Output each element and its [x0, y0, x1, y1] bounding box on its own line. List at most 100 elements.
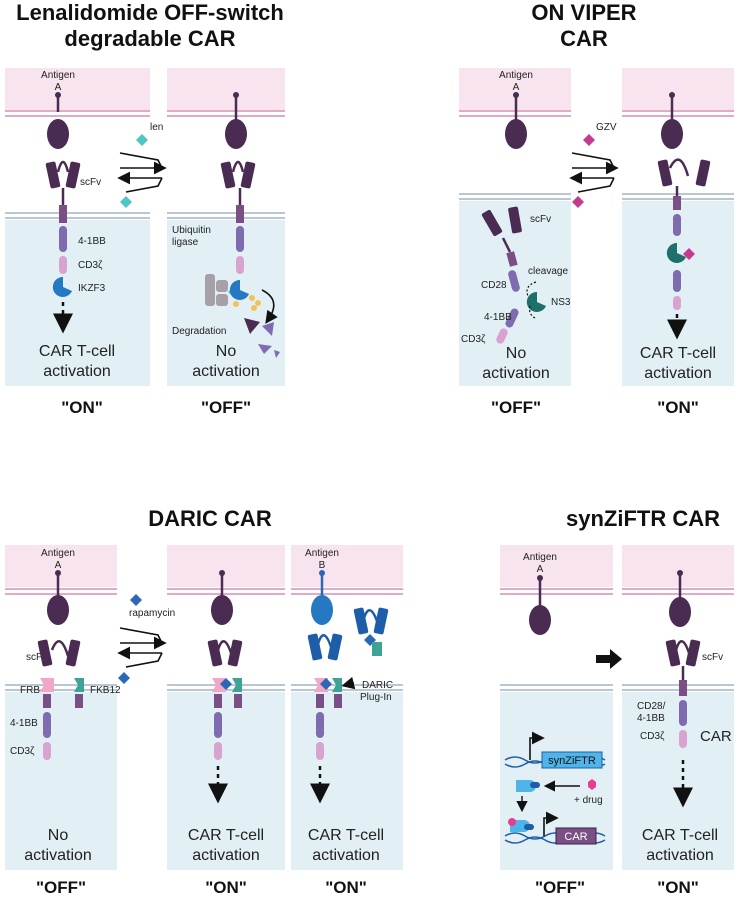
gzv-drug-icon: [583, 134, 595, 146]
panel-viper-on: CAR T-cell activation: [622, 68, 734, 386]
cd28-41bb-line2: 4-1BB: [637, 713, 665, 724]
title-synziftr: synZiFTR CAR: [566, 506, 720, 531]
antigen-a-label: A: [55, 560, 62, 571]
cd28-41bb-line1: CD28/: [637, 701, 666, 712]
rapamycin-drug-icon: [130, 594, 142, 606]
activation-line2: activation: [43, 363, 111, 380]
fkb12-label: FKB12: [90, 685, 121, 696]
cd3z-label: CD3ζ: [461, 334, 486, 345]
cd3z-label: CD3ζ: [78, 260, 103, 271]
activation-line2: activation: [644, 365, 712, 382]
scfv-icon: [45, 161, 61, 189]
len-switch: len: [117, 122, 167, 208]
cleavage-label: cleavage: [528, 266, 568, 277]
car-gene-box: [555, 827, 597, 845]
antigen-label: Antigen: [41, 70, 75, 81]
daric-plugin-line2: Plug-In: [360, 692, 392, 703]
state-daric-on: "ON": [205, 878, 247, 897]
state-daric-off: "OFF": [35, 878, 87, 897]
title-daric: DARIC CAR: [148, 506, 272, 531]
ikzf3-label: IKZF3: [78, 283, 106, 294]
antigen-icon: [47, 119, 69, 149]
activation-line1: CAR T-cell: [39, 343, 115, 360]
state-len-on: "ON": [61, 398, 103, 417]
state-daric-plugin-on: "ON": [325, 878, 367, 897]
ns3-protease-icon: [526, 291, 546, 312]
scfv-label: scFv: [80, 177, 101, 188]
panel-viper-off: Antigen A scFv CD28 NS3 cleavage 4-1BB C…: [459, 68, 571, 386]
rapamycin-switch: rapamycin: [117, 594, 175, 684]
gzv-switch: GZV: [569, 122, 619, 208]
state-syn-off: "OFF": [534, 878, 586, 897]
activation-line2: activation: [192, 847, 260, 864]
extracellular-region: [5, 68, 150, 110]
car-gene-label: CAR: [564, 831, 587, 843]
activation-line1: CAR T-cell: [640, 345, 716, 362]
ikzf3-icon: [52, 276, 72, 297]
ubiquitin-ligase-icon: [205, 274, 215, 306]
title-lenalidomide-line2: degradable CAR: [64, 26, 236, 51]
synziftr-gene-box: [541, 751, 603, 769]
ns3-label: NS3: [551, 297, 571, 308]
41bb-label: 4-1BB: [78, 236, 106, 247]
ubiquitin-label-2: ligase: [172, 237, 199, 248]
activation-line2: activation: [646, 847, 714, 864]
no-activation-line1: No: [48, 827, 69, 844]
panel-syn-on: scFv CD28/ 4-1BB CD3ζ CAR CAR T-cell act…: [622, 545, 734, 870]
state-viper-off: "OFF": [490, 398, 542, 417]
no-activation-line2: activation: [482, 365, 550, 382]
antigen-label: Antigen: [499, 70, 533, 81]
panel-len-off: Ubiquitin ligase Degradation No activati…: [167, 68, 285, 386]
rapamycin-label: rapamycin: [129, 608, 175, 619]
no-activation-line2: activation: [192, 363, 260, 380]
cd3z-domain-icon: [59, 256, 67, 274]
transmembrane-icon: [59, 205, 67, 223]
antigen-a-label: A: [513, 82, 520, 93]
state-len-off: "OFF": [200, 398, 252, 417]
antigen-label: Antigen: [305, 548, 339, 559]
title-lenalidomide: Lenalidomide OFF-switch degradable CAR: [0, 0, 300, 52]
degradation-label: Degradation: [172, 326, 226, 337]
antigen-label: Antigen: [523, 552, 557, 563]
cytoplasm-region: [5, 220, 150, 386]
antigen-label: Antigen: [41, 548, 75, 559]
title-viper-line2: CAR: [560, 26, 608, 51]
car-label: CAR: [700, 728, 732, 745]
cd3z-label: CD3ζ: [640, 731, 665, 742]
frb-label: FRB: [20, 685, 40, 696]
panel-len-on: Antigen A scFv 4-1BB CD3ζ IKZF3 CAR T-ce…: [5, 68, 150, 386]
antigen-b-label: B: [319, 560, 326, 571]
ubiquitin-icon: [249, 295, 255, 301]
antigen-b-icon: [311, 595, 333, 625]
panel-daric-plugin: Antigen B DARIC Plug-In CAR T-cell: [291, 545, 403, 870]
activation-line1: CAR T-cell: [642, 827, 718, 844]
synziftr-gene-label: synZiFTR: [548, 755, 596, 767]
activation-line2: activation: [312, 847, 380, 864]
len-drug-icon: [136, 134, 148, 146]
title-viper-line1: ON VIPER: [531, 0, 637, 25]
title-viper: ON VIPER CAR: [430, 0, 738, 52]
scfv-label: scFv: [702, 652, 723, 663]
drug-icon: [588, 779, 596, 790]
activation-line1: CAR T-cell: [308, 827, 384, 844]
title-lenalidomide-line1: Lenalidomide OFF-switch: [16, 0, 284, 25]
no-activation-line1: No: [506, 345, 527, 362]
panel-daric-off: Antigen A scFv FRB FKB12 4-1BB CD3ζ No a…: [5, 545, 121, 870]
state-viper-on: "ON": [657, 398, 699, 417]
no-activation-line2: activation: [24, 847, 92, 864]
no-activation-line1: No: [216, 343, 237, 360]
state-syn-on: "ON": [657, 878, 699, 897]
gzv-label: GZV: [596, 122, 617, 133]
41bb-label: 4-1BB: [484, 312, 512, 323]
panel-daric-on: CAR T-cell activation: [167, 545, 285, 870]
len-label: len: [150, 122, 163, 133]
drug-label: + drug: [574, 795, 603, 806]
cd28-label: CD28: [481, 280, 507, 291]
synziftr-transition-arrow: [596, 649, 622, 669]
cd3z-label: CD3ζ: [10, 746, 35, 757]
daric-plugin-line1: DARIC: [362, 680, 393, 691]
41bb-label: 4-1BB: [10, 718, 38, 729]
activation-line1: CAR T-cell: [188, 827, 264, 844]
